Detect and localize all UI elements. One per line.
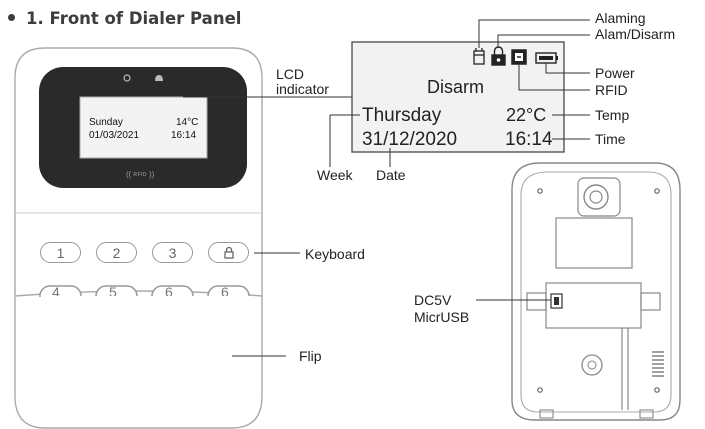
rfid-card-icon — [511, 49, 527, 65]
keyboard-label: Keyboard — [305, 246, 365, 262]
camera-icon — [123, 74, 131, 82]
lcd-detail-frame — [351, 41, 565, 153]
back-top-knob-housing — [577, 177, 621, 217]
bullet-dot — [8, 14, 15, 21]
back-lower-knob — [581, 354, 603, 376]
key-1[interactable]: 1 — [40, 242, 81, 263]
front-screen-time: 16:14 — [171, 130, 197, 141]
front-lcd-screen — [79, 96, 208, 159]
screw-hole-bl — [537, 387, 543, 393]
lcd-date: 31/12/2020 — [362, 129, 458, 150]
back-device-outer — [511, 162, 681, 421]
rfid-leader — [518, 64, 590, 91]
key-3[interactable]: 3 — [152, 242, 193, 263]
dc5v-label: DC5V — [414, 292, 452, 308]
heading-text: 1. Front of Dialer Panel — [26, 9, 242, 28]
rfid-label: RFID — [595, 82, 628, 98]
rfid-wave-icon-right: )) — [149, 170, 155, 179]
key-6[interactable]: 6 — [165, 284, 173, 296]
screw-hole-br — [654, 387, 660, 393]
bell-icon — [155, 75, 163, 81]
power-leader — [545, 63, 590, 74]
temp-label: Temp — [595, 107, 630, 123]
key-2[interactable]: 2 — [96, 242, 137, 263]
front-rfid-mark: (( RFID )) — [126, 170, 154, 179]
front-rfid-label: RFID — [133, 171, 147, 178]
screw-hole-tr — [654, 188, 660, 194]
keypad-row2-outline — [39, 285, 250, 298]
section-heading: 1. Front of Dialer Panel — [8, 9, 241, 28]
alam-disarm-leader — [497, 34, 590, 48]
key-lock[interactable] — [208, 242, 249, 263]
lock-icon — [223, 246, 234, 259]
lcd-temp: 22°C — [506, 105, 547, 125]
week-label: Week — [317, 167, 353, 183]
micro-usb-label: MicrUSB — [414, 309, 470, 325]
alaming-label: Alaming — [595, 10, 646, 26]
back-top-knob — [583, 184, 609, 210]
alam-disarm-label: Alam/Disarm — [595, 26, 676, 42]
back-label-panel — [555, 217, 633, 269]
power-label: Power — [595, 65, 635, 81]
key-6b[interactable]: 6 — [221, 284, 229, 296]
alaming-leader — [478, 19, 590, 48]
back-device-inner — [520, 171, 672, 413]
screw-hole-tl — [537, 188, 543, 194]
rfid-wave-icon: (( — [126, 170, 132, 179]
key-5[interactable]: 5 — [109, 284, 117, 296]
speaker-grille-icon — [652, 351, 664, 377]
date-label: Date — [376, 167, 406, 183]
lcd-week: Thursday — [362, 105, 442, 126]
front-screen-temp: 14°C — [176, 117, 199, 128]
time-label: Time — [595, 131, 626, 147]
lcd-status: Disarm — [427, 77, 484, 97]
key-4[interactable]: 4 — [52, 284, 60, 296]
lcd-indicator-label: LCD indicator — [276, 66, 329, 97]
front-screen-day: Sunday — [89, 117, 123, 128]
usb-port-icon — [550, 293, 563, 309]
alarm-icon — [473, 48, 485, 65]
lcd-time: 16:14 — [505, 129, 553, 150]
flip-label: Flip — [299, 348, 322, 364]
front-screen-date: 01/03/2021 — [89, 130, 140, 141]
